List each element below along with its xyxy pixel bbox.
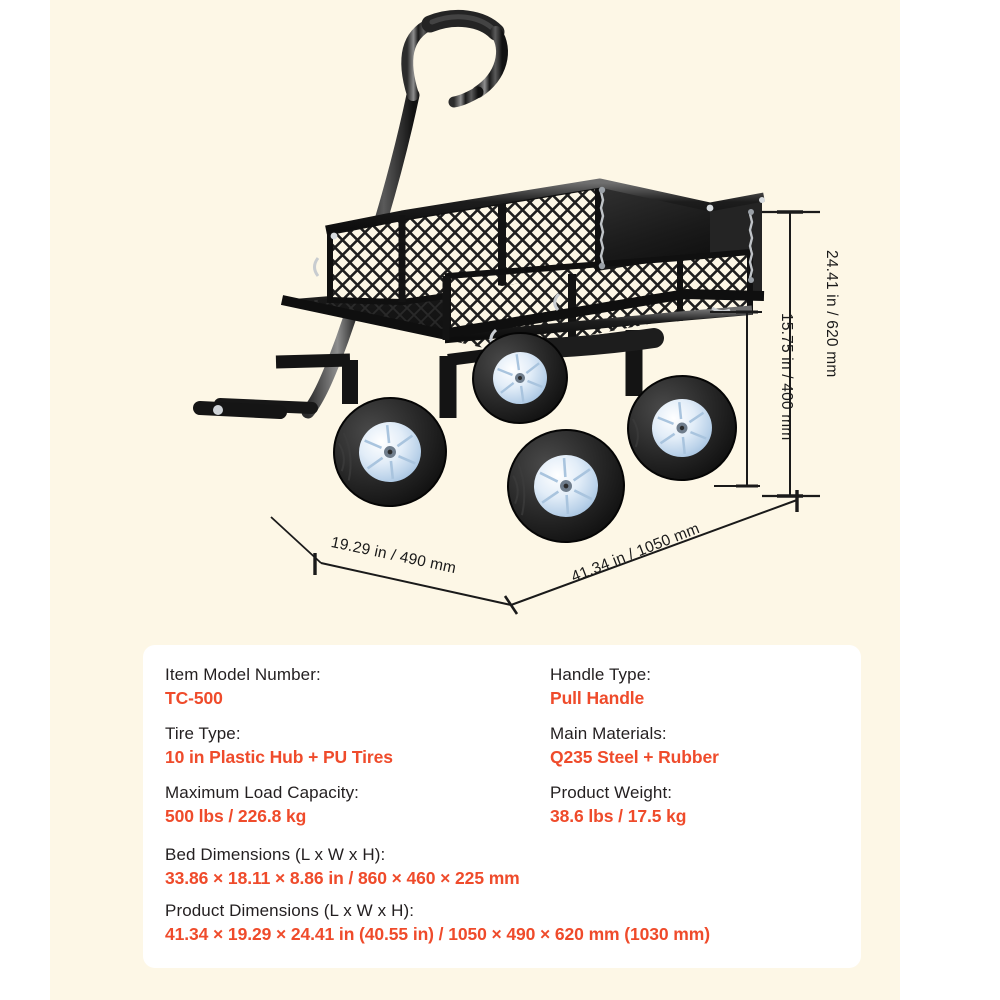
bolt-icon — [330, 197, 765, 240]
spec-label: Tire Type: — [165, 723, 241, 743]
spec-value: Pull Handle — [550, 688, 645, 709]
dimension-lines — [270, 210, 820, 615]
spec-value: 38.6 lbs / 17.5 kg — [550, 806, 687, 827]
spec-label: Product Dimensions (L x W x H): — [165, 901, 415, 920]
spec-value: Q235 Steel + Rubber — [550, 747, 719, 768]
spec-item-product-weight: Product Weight: 38.6 lbs / 17.5 kg — [550, 781, 845, 829]
spec-value: 41.34 × 19.29 × 24.41 in (40.55 in) / 10… — [165, 924, 710, 945]
cart-bed — [280, 178, 765, 352]
spec-label: Maximum Load Capacity: — [165, 782, 359, 802]
spec-column-right: Handle Type: Pull Handle Main Materials:… — [550, 663, 845, 840]
spec-item-handle-type: Handle Type: Pull Handle — [550, 663, 845, 711]
chain-icon — [598, 186, 754, 283]
spec-label: Main Materials: — [550, 723, 667, 743]
spec-label: Bed Dimensions (L x W x H): — [165, 845, 386, 864]
dimension-label-overall-height: 24.41 in / 620 mm — [823, 250, 840, 378]
spec-item-max-load-capacity: Maximum Load Capacity: 500 lbs / 226.8 k… — [165, 781, 550, 829]
spec-value: 500 lbs / 226.8 kg — [165, 806, 307, 827]
cart-chassis — [214, 328, 664, 418]
handle-bracket — [193, 401, 287, 419]
spec-item-tire-type: Tire Type: 10 in Plastic Hub + PU Tires — [165, 722, 550, 770]
spec-label: Product Weight: — [550, 782, 673, 802]
spec-label: Item Model Number: — [165, 665, 321, 684]
spec-item-bed-dimensions: Bed Dimensions (L x W x H): 33.86 × 18.1… — [165, 843, 845, 891]
specification-card: Item Model Number: TC-500 Tire Type: 10 … — [143, 645, 861, 968]
spec-item-product-dimensions: Product Dimensions (L x W x H): 41.34 × … — [165, 899, 845, 947]
spec-column-left: Item Model Number: TC-500 Tire Type: 10 … — [165, 663, 550, 840]
spec-value: TC-500 — [165, 688, 223, 709]
wheel-front-center — [507, 428, 625, 544]
wheel-front-left — [333, 396, 447, 508]
spec-label: Handle Type: — [550, 665, 652, 684]
wheel-rear-right — [627, 374, 737, 482]
spec-value: 33.86 × 18.11 × 8.86 in / 860 × 460 × 22… — [165, 868, 520, 889]
wheel-rear-left — [472, 331, 568, 425]
spec-item-model-number: Item Model Number: TC-500 — [165, 663, 550, 711]
dimension-label-bed-height: 15.75 in / 400 mm — [778, 313, 795, 441]
spec-value: 10 in Plastic Hub + PU Tires — [165, 747, 393, 768]
product-illustration: 24.41 in / 620 mm 15.75 in / 400 mm 19.2… — [50, 0, 900, 640]
spec-columns: Item Model Number: TC-500 Tire Type: 10 … — [165, 663, 845, 840]
spec-item-main-materials: Main Materials: Q235 Steel + Rubber — [550, 722, 845, 770]
garden-cart-drawing — [193, 10, 820, 615]
